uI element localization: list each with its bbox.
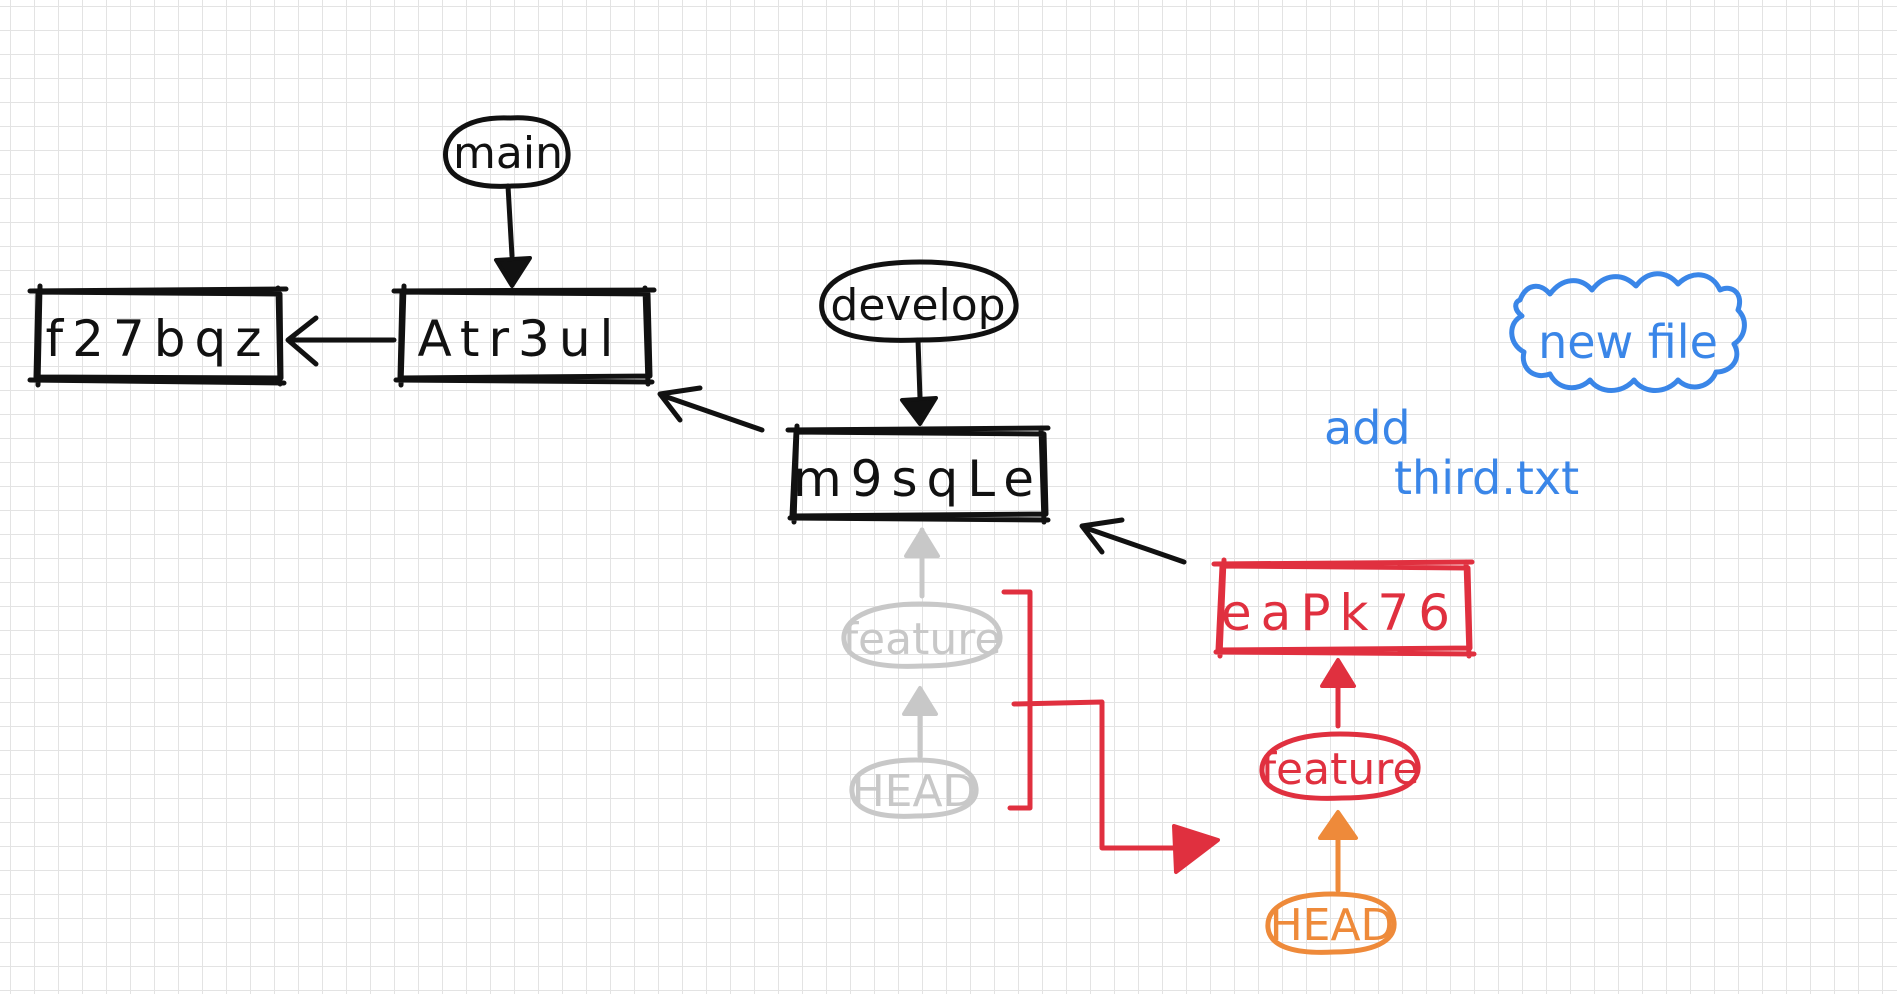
commit-f27bqz: f27bqz — [27, 283, 289, 388]
note-line-add: add — [1324, 401, 1411, 455]
note-cloud-label: new file — [1538, 315, 1718, 369]
pointer-head-new: HEAD — [1265, 810, 1397, 955]
pointer-feature-old: feature — [841, 527, 1003, 669]
commit-eapk76: eaPk76 — [1211, 557, 1477, 659]
commit-label-eapk76: eaPk76 — [1221, 584, 1459, 642]
parent-arrow-m9sqle-to-atr3ul — [657, 385, 765, 433]
commit-label-m9sqle: m9sqLe — [793, 450, 1043, 508]
pointer-label-feature-new: feature — [1261, 744, 1420, 795]
commit-label-f27bqz: f27bqz — [46, 310, 271, 368]
commit-m9sqle: m9sqLe — [785, 423, 1051, 525]
pointer-label-main: main — [453, 128, 563, 179]
move-bracket — [1001, 589, 1220, 874]
pointer-label-head-new: HEAD — [1270, 900, 1395, 951]
commit-atr3ul: Atr3ul — [391, 283, 657, 388]
pointer-develop: develop — [819, 259, 1019, 426]
parent-arrow-eapk76-to-m9sqle — [1079, 517, 1187, 565]
note-line-third-txt: third.txt — [1394, 451, 1579, 505]
pointer-label-feature-old: feature — [843, 614, 1002, 665]
pointer-feature-new: feature — [1259, 658, 1421, 801]
pointer-label-head-old: HEAD — [852, 766, 977, 817]
pointer-head-old: HEAD — [849, 686, 979, 819]
commit-label-atr3ul: Atr3ul — [418, 310, 623, 368]
pointer-label-develop: develop — [830, 280, 1005, 331]
note-cloud: new file — [1509, 271, 1747, 393]
pointer-main: main — [443, 115, 571, 288]
parent-arrow-atr3ul-to-f27bqz — [285, 315, 397, 367]
